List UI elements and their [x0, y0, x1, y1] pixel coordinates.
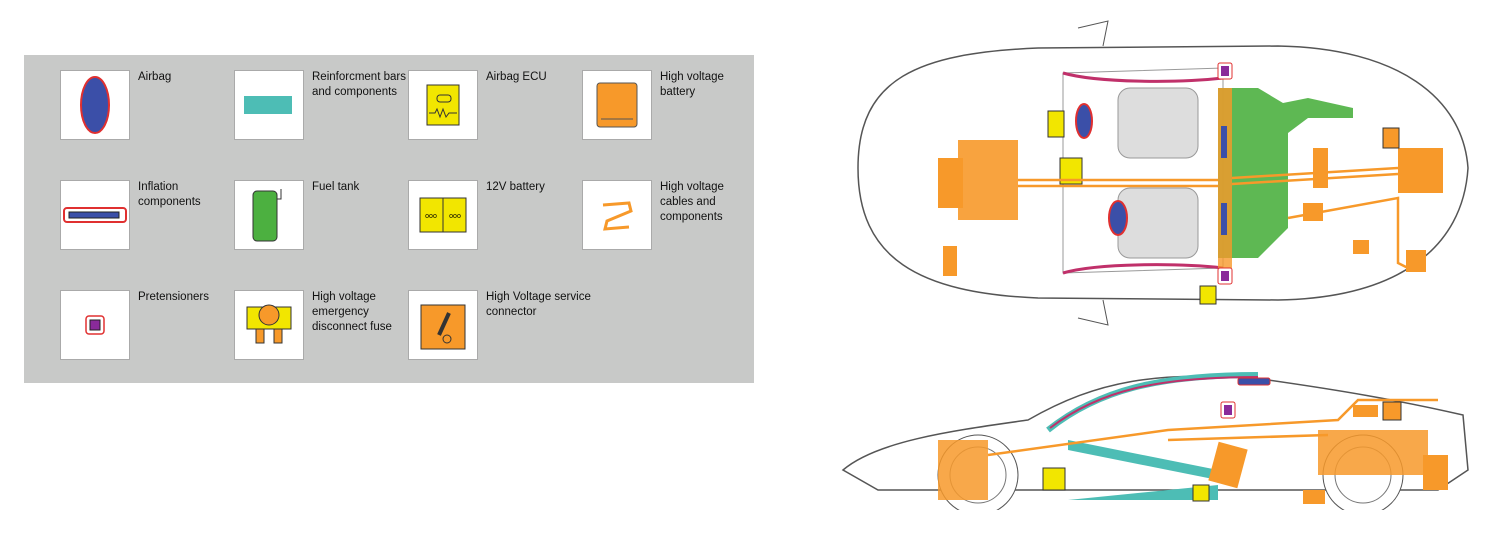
12v-battery — [1047, 110, 1065, 138]
airbag-passenger — [1108, 200, 1128, 236]
legend-item-inflation: Inflation components — [60, 180, 230, 260]
pretensioner-icon — [60, 290, 130, 360]
legend-item-fuel-tank: Fuel tank — [234, 180, 404, 260]
curtain-airbag — [1062, 71, 1224, 275]
seat — [1117, 187, 1199, 259]
legend-item-hv-battery: High voltage battery — [582, 70, 752, 150]
hv-cable-icon — [582, 180, 652, 250]
fuel-tank — [1218, 88, 1353, 258]
car-side-view — [841, 372, 1469, 510]
legend-item-airbag: Airbag — [60, 70, 230, 150]
svg-text:ooo: ooo — [425, 213, 437, 220]
reinforcement-bar — [1068, 440, 1218, 480]
hv-battery-icon — [582, 70, 652, 140]
legend-item-hv-cables: High voltage cables and components — [582, 180, 752, 260]
hv-fuse-icon — [234, 290, 304, 360]
airbag-ecu-icon — [408, 70, 478, 140]
airbag-driver — [1075, 103, 1093, 139]
seat — [1117, 87, 1199, 159]
airbag-ecu — [1059, 157, 1083, 185]
hv-battery-front — [958, 140, 1018, 220]
inflation-component-icon — [60, 180, 130, 250]
airbag-icon — [60, 70, 130, 140]
legend-item-reinforcement: Reinforcment bars and components — [234, 70, 406, 150]
hv-service-connector-icon — [408, 290, 478, 360]
hv-battery-rear — [1318, 430, 1428, 475]
car-top-view — [857, 20, 1469, 326]
legend-item-airbag-ecu: Airbag ECU — [408, 70, 578, 150]
hv-service-connector — [1382, 127, 1400, 149]
fuel-tank-icon — [234, 180, 304, 250]
hv-fuse — [1199, 285, 1217, 305]
legend-item-hv-fuse: High voltage emergency disconnect fuse — [234, 290, 404, 370]
legend-item-hv-service-connector: High Voltage service connector — [408, 290, 591, 370]
pretensioner — [1221, 271, 1229, 281]
hv-battery-rear — [1398, 148, 1443, 193]
12v-battery-icon: ooo ooo — [408, 180, 478, 250]
reinforcement-bar-icon — [234, 70, 304, 140]
legend-panel: Airbag Reinforcment bars and components … — [24, 55, 754, 383]
pretensioner — [1221, 66, 1229, 76]
legend-item-pretensioners: Pretensioners — [60, 290, 230, 370]
svg-text:ooo: ooo — [449, 213, 461, 220]
